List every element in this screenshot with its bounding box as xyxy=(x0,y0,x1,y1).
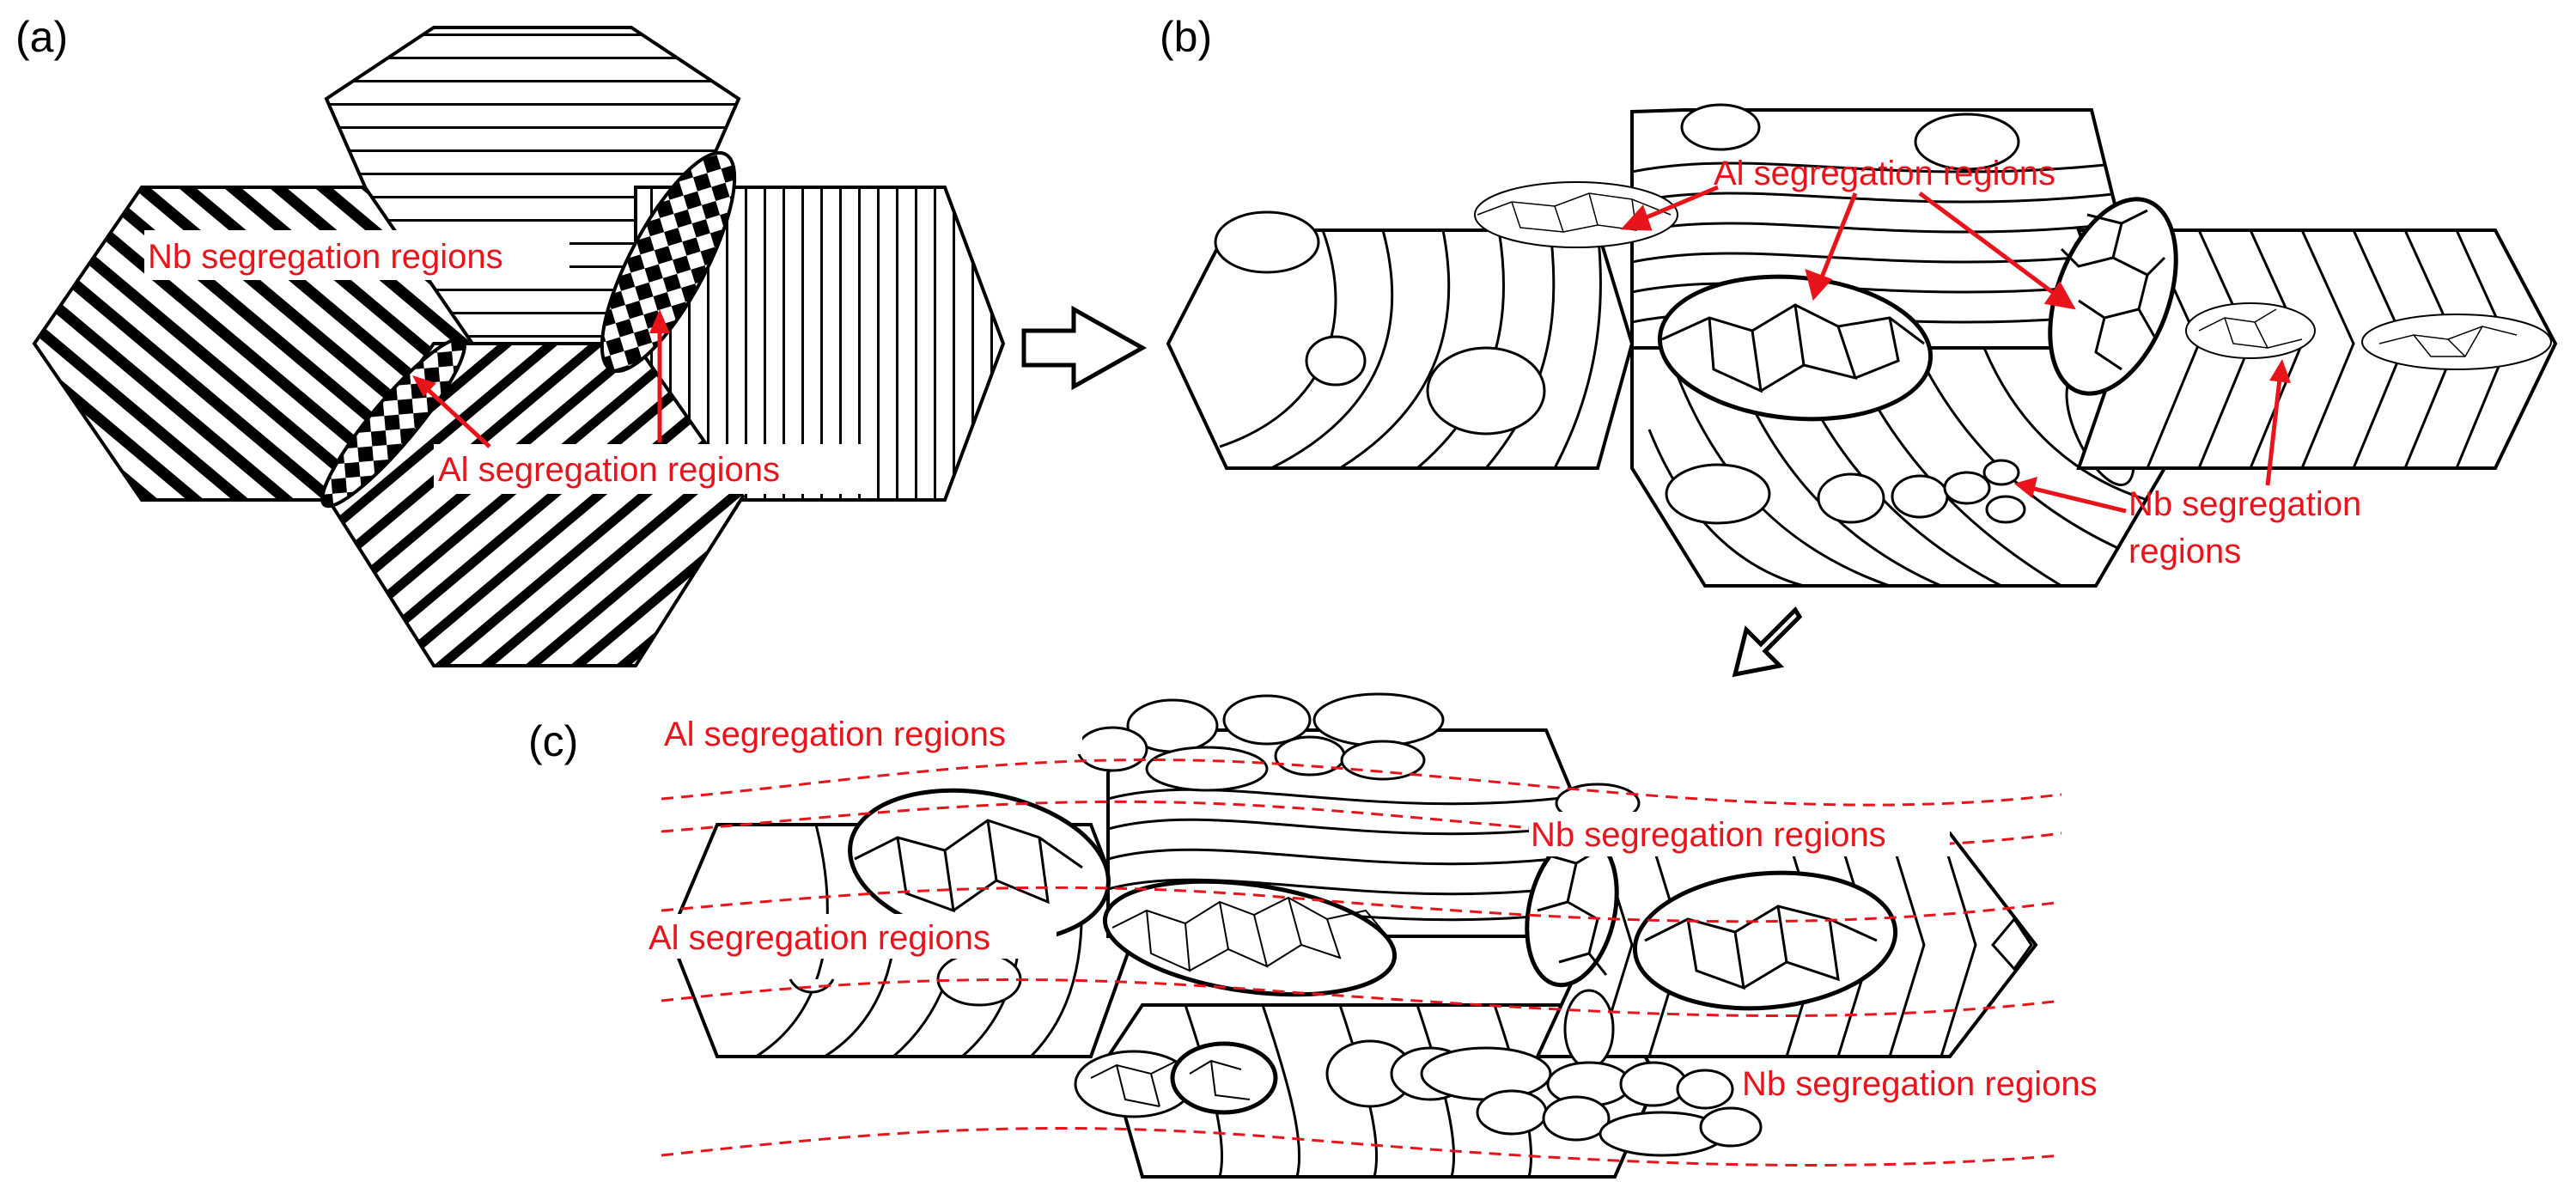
panel-a-al-region-upper xyxy=(600,150,737,374)
panel-a-al-label-group: Al segregation regions xyxy=(412,309,863,494)
panel-c-nb-label-bottom-group: Nb segregation regions xyxy=(1739,1061,2169,1106)
panel-b-nb-label-line1: Nb segregation xyxy=(2128,485,2361,523)
panel-b: (b) xyxy=(1160,13,2558,588)
panel-a: (a) Nb segregation regions Al segregatio… xyxy=(15,13,1006,667)
panel-b-al-cell-top xyxy=(1474,181,1678,248)
panel-b-al-label: Al segregation regions xyxy=(1714,155,2055,192)
panel-b-letter: (b) xyxy=(1160,13,1212,61)
panel-c-al-cell-right xyxy=(1632,870,1898,1011)
panel-b-al-arrows xyxy=(1620,185,2076,310)
panel-c-al-label-mid: Al segregation regions xyxy=(649,919,990,957)
panel-b-nb-label-group: Nb segregation regions xyxy=(2014,359,2361,570)
arrow-a-to-b xyxy=(1021,305,1148,391)
panel-c-al-label-mid-group: Al segregation regions xyxy=(646,914,1057,959)
panel-c-al-label-top: Al segregation regions xyxy=(664,716,1006,753)
panel-b-grain-right xyxy=(2076,228,2558,470)
panel-c-bottom-cluster xyxy=(1074,989,1763,1157)
panel-b-grain-left xyxy=(1166,210,1635,470)
panel-b-nb-label-line2: regions xyxy=(2128,533,2241,570)
panel-b-al-cell-center xyxy=(1657,274,1934,422)
panel-b-al-cell-right xyxy=(2048,197,2178,396)
panel-a-bottom-grain xyxy=(324,342,746,667)
panel-c-nb-label-bottom: Nb segregation regions xyxy=(1742,1065,2098,1103)
panel-c-nb-label-top: Nb segregation regions xyxy=(1531,816,1886,854)
arrow-b-to-c xyxy=(1732,606,1803,678)
panel-a-letter: (a) xyxy=(15,13,68,61)
panel-a-arrow-lower xyxy=(421,383,491,448)
panel-a-nb-label-group: Nb segregation regions xyxy=(144,230,569,280)
panel-c-nb-label-top-group: Nb segregation regions xyxy=(1529,812,1950,856)
panel-c-letter: (c) xyxy=(528,717,578,765)
panel-c-al-cell-center xyxy=(1102,879,1398,997)
panel-c: (c) xyxy=(528,692,2169,1179)
panel-a-nb-label: Nb segregation regions xyxy=(148,238,503,276)
panel-a-al-label: Al segregation regions xyxy=(438,451,780,489)
panel-c-al-label-top-group: Al segregation regions xyxy=(661,711,1082,754)
